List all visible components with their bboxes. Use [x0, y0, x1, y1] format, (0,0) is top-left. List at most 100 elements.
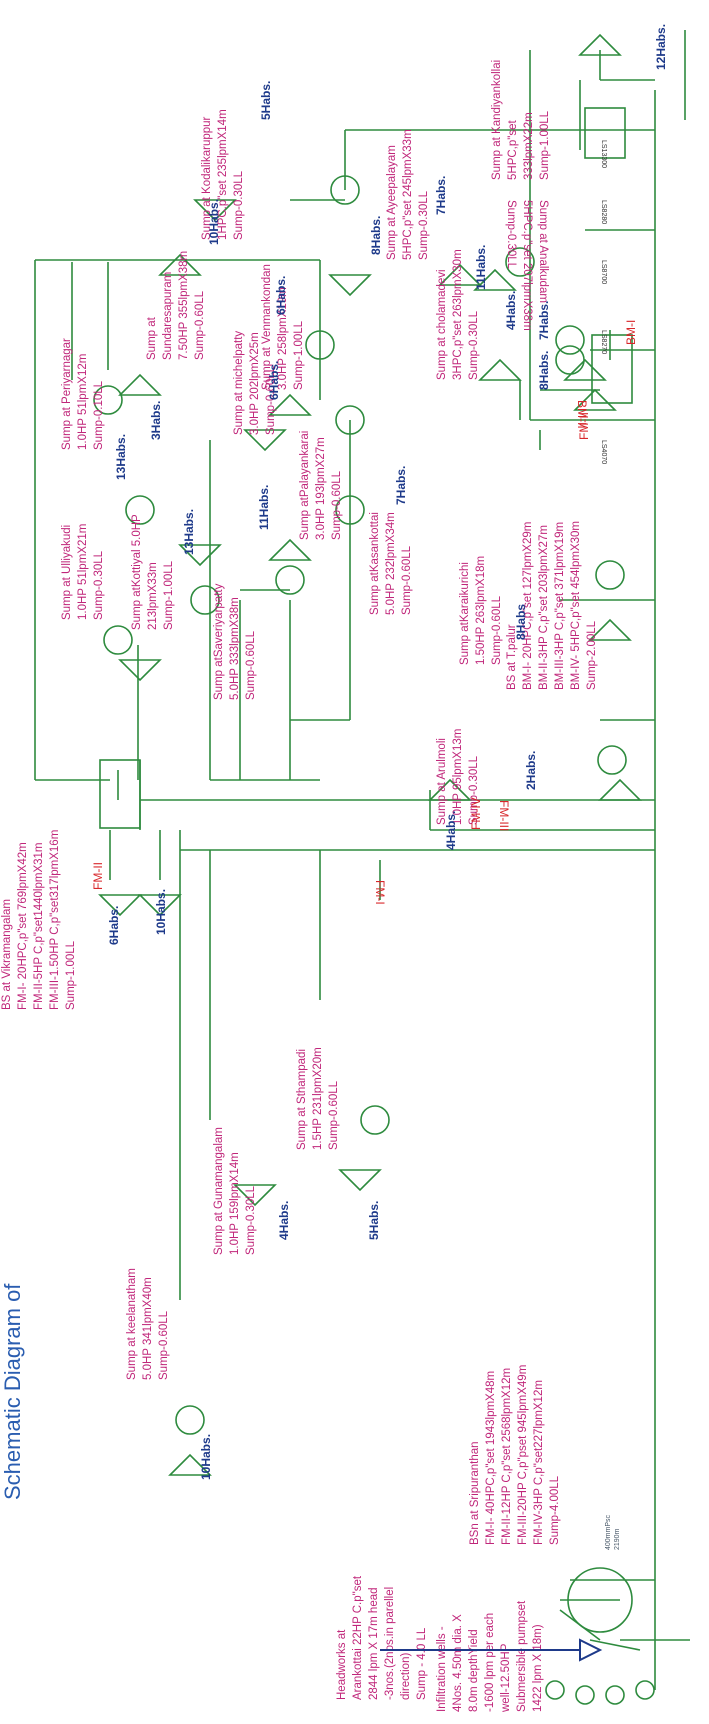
sump-label-karaikurichi: Sump atKaraikurichi 1.50HP 263lpmX18m Su…: [459, 556, 503, 665]
sump-label-kasankottai: Sump atKasankottai 5.0HP 232lpmX34m Sump…: [369, 512, 413, 615]
sump-circle-sthampadi: [360, 1105, 390, 1135]
svg-text:3.0HP 258lpmX19m: 3.0HP 258lpmX19m: [277, 287, 289, 390]
svg-text:400mmPsc: 400mmPsc: [605, 1514, 612, 1550]
svg-text:FM-I- 20HPC,p"set 769lpmX42m: FM-I- 20HPC,p"set 769lpmX42m: [17, 842, 29, 1010]
headworks-arrow: [380, 1638, 603, 1662]
svg-text:well-12.50HP: well-12.50HP: [500, 1643, 512, 1713]
svg-text:Sump at Ulliyakudi: Sump at Ulliyakudi: [61, 525, 73, 620]
bs-vikramangalam-label: BS at Vikramangalam FM-I- 20HPC,p"set 76…: [1, 830, 77, 1010]
habs-tpalur-8: 8Habs.: [537, 351, 551, 390]
ls-tag: LS8280: [600, 200, 607, 224]
svg-text:Sump at Gunamangalam: Sump at Gunamangalam: [213, 1127, 225, 1255]
svg-text:Sump at cholamadevi: Sump at cholamadevi: [436, 269, 448, 380]
svg-text:8.0m depthYield: 8.0m depthYield: [468, 1629, 480, 1712]
svg-text:Sump at Analkudam: Sump at Analkudam: [537, 200, 549, 303]
sump-label-ulliyakudi: Sump at Ulliyakudi 1.0HP 51lpmX21m Sump-…: [61, 524, 105, 620]
svg-text:direction): direction): [400, 1653, 412, 1700]
svg-text:Sump-1.00LL: Sump-1.00LL: [65, 940, 77, 1010]
habs-kottiyal: 13Habs.: [114, 434, 128, 480]
ls-tag: LS8700: [600, 260, 607, 284]
sump-circle-ulliyakudi: [125, 495, 155, 525]
svg-text:Sump at: Sump at: [146, 316, 158, 360]
svg-text:Sump at Arulmoli: Sump at Arulmoli: [436, 738, 448, 825]
habs-kasan-7: 7Habs.: [394, 466, 408, 505]
svg-text:7.50HP 355lpmX38m: 7.50HP 355lpmX38m: [178, 251, 190, 360]
fm1-label: FM-I: [373, 880, 387, 905]
svg-text:BM-I- 20HPC,p"set 127lpmX29m: BM-I- 20HPC,p"set 127lpmX29m: [522, 522, 534, 690]
well-3: [605, 1685, 625, 1705]
fm4-label: FM-IV: [469, 797, 483, 830]
svg-text:Sump-1.00LL: Sump-1.00LL: [539, 110, 551, 180]
habs-sthampadi: 5Habs.: [367, 1201, 381, 1240]
sump-circle-venmankondan: [305, 330, 335, 360]
svg-text:5.0HP 232lpmX34m: 5.0HP 232lpmX34m: [385, 512, 397, 615]
habs-arulmoli: 2Habs.: [524, 751, 538, 790]
svg-text:Sump atKaraikurichi: Sump atKaraikurichi: [459, 562, 471, 665]
svg-text:Sump - 4.0 LL: Sump - 4.0 LL: [416, 1627, 428, 1700]
habs-kasankottai: 11Habs.: [257, 485, 271, 530]
svg-text:Submersible pumpset: Submersible pumpset: [516, 1600, 528, 1712]
sump-label-kandiyankollai: Sump at Kandiyankollai 5HPC,p"set 333lpm…: [491, 60, 551, 180]
habs-kandiyankollai: 12Habs.: [654, 24, 668, 70]
sump-circle-kasankottai: [335, 495, 365, 525]
habs-fm4: 4Habs.: [444, 811, 458, 850]
sump-circle-main: [567, 1567, 633, 1633]
sump-circle-periyarnagar: [93, 385, 123, 415]
sump-circle-arulmoli: [597, 745, 627, 775]
sump-label-palayankarai: Sump atPalayankarai 3.0HP 193lpmX27m Sum…: [299, 431, 343, 540]
sump-label-periyarnagar: Sump at Periyarnagar 1.0HP 51lpmX12m Sum…: [61, 338, 105, 450]
svg-text:Arankottai 22HP C.p"set: Arankottai 22HP C.p"set: [352, 1575, 364, 1700]
svg-text:5HPC,p"set 245lpmX33m: 5HPC,p"set 245lpmX33m: [402, 129, 414, 260]
svg-text:Sump atPalayankarai: Sump atPalayankarai: [299, 431, 311, 540]
sump-symbols: [93, 107, 655, 1705]
svg-text:1422 lpm X 18m): 1422 lpm X 18m): [532, 1624, 544, 1712]
svg-text:Sump-4.00LL: Sump-4.00LL: [549, 1475, 561, 1545]
svg-text:Sump atSaveriyarpatty: Sump atSaveriyarpatty: [213, 583, 225, 700]
svg-text:FM-III-20HP C,p"pset 945lpmX49: FM-III-20HP C,p"pset 945lpmX49m: [517, 1365, 529, 1545]
svg-text:4Nos. 4.50m dia. X: 4Nos. 4.50m dia. X: [452, 1614, 464, 1712]
svg-text:1.50HP 263lpmX18m: 1.50HP 263lpmX18m: [475, 556, 487, 665]
svg-text:Sump-0.30LL: Sump-0.30LL: [468, 755, 480, 825]
title-fragment: Schematic Diagram of: [0, 1283, 25, 1500]
svg-text:2844 lpm X 17m head: 2844 lpm X 17m head: [368, 1587, 380, 1700]
svg-text:-1600 lpm per each: -1600 lpm per each: [484, 1613, 496, 1712]
sump-label-keelanatham: Sump at keelanatham 5.0HP 341lpmX40m Sum…: [126, 1268, 170, 1380]
svg-text:Sump-0.60LL: Sump-0.60LL: [158, 1310, 170, 1380]
svg-text:BM-II-3HP C,p"set 203lpmX27m: BM-II-3HP C,p"set 203lpmX27m: [538, 525, 550, 690]
habs-ulliyakudi: 3Habs.: [149, 401, 163, 440]
svg-text:1.0HP 159lpmX14m: 1.0HP 159lpmX14m: [229, 1152, 241, 1255]
svg-text:1.0HP 51lpmX12m: 1.0HP 51lpmX12m: [77, 354, 89, 450]
bs-box-kandiyankollai: [584, 107, 626, 159]
svg-text:Sump at Kandiyankollai: Sump at Kandiyankollai: [491, 60, 503, 180]
sump-label-kottiyal: Sump atKottiyal 5.0HP 213lpmX33m Sump-1.…: [131, 514, 175, 630]
sump-label-sthampadi: Sump at Sthampadi 1.5HP 231lpmX20m Sump-…: [296, 1047, 340, 1150]
svg-text:Sump at Ayeepalayam: Sump at Ayeepalayam: [386, 145, 398, 260]
svg-text:Sump at Sthampadi: Sump at Sthampadi: [296, 1049, 308, 1150]
svg-text:5HPC.p"set 207lpmX38m: 5HPC.p"set 207lpmX38m: [521, 200, 533, 331]
sump-circle-saveriyarpatty: [190, 585, 220, 615]
fm3-label: FM-III: [497, 800, 511, 831]
svg-text:Sump-0.60LL: Sump-0.60LL: [331, 470, 343, 540]
sump-circle-karaikurichi: [595, 560, 625, 590]
svg-text:Sundaresapuram: Sundaresapuram: [162, 272, 174, 360]
habs-cholamadevi: 11Habs.: [474, 245, 488, 290]
habs-michelpatty: 6Habs.: [274, 276, 288, 315]
well-1: [545, 1680, 565, 1700]
svg-text:1.0HP 95lpmX13m: 1.0HP 95lpmX13m: [452, 729, 464, 825]
habs-vik-fm2-a: 6Habs.: [107, 906, 121, 945]
sump-circle-kottiyal: [103, 625, 133, 655]
svg-text:Headworks at: Headworks at: [336, 1629, 348, 1700]
svg-text:1.0HP 51lpmX21m: 1.0HP 51lpmX21m: [77, 524, 89, 620]
svg-text:Infiltration wells -: Infiltration wells -: [436, 1626, 448, 1712]
habs-gunamangalam: 4Habs.: [277, 1201, 291, 1240]
sump-label-cholamadevi: Sump at cholamadevi 3HPC,p"set 263lpmX30…: [436, 249, 480, 380]
sump-label-venmankondan: Sump at Venmankondan 3.0HP 258lpmX19m Su…: [261, 264, 305, 390]
svg-text:BS at T.palur: BS at T.palur: [506, 624, 518, 690]
svg-text:Sump-2.00LL: Sump-2.00LL: [586, 620, 598, 690]
bs-sripuranthan-label: BSn at Sripuranthan FM-I- 40HPC,p"set 19…: [469, 1365, 561, 1545]
svg-text:213lpmX33m: 213lpmX33m: [147, 562, 159, 630]
habs-kasan-up: 6Habs.: [267, 361, 281, 400]
habs-vik-fm2-b: 10Habs.: [154, 889, 168, 935]
svg-text:Sump-0.30LL: Sump-0.30LL: [233, 170, 245, 240]
habs-tpalur-7: 7Habs.: [537, 301, 551, 340]
